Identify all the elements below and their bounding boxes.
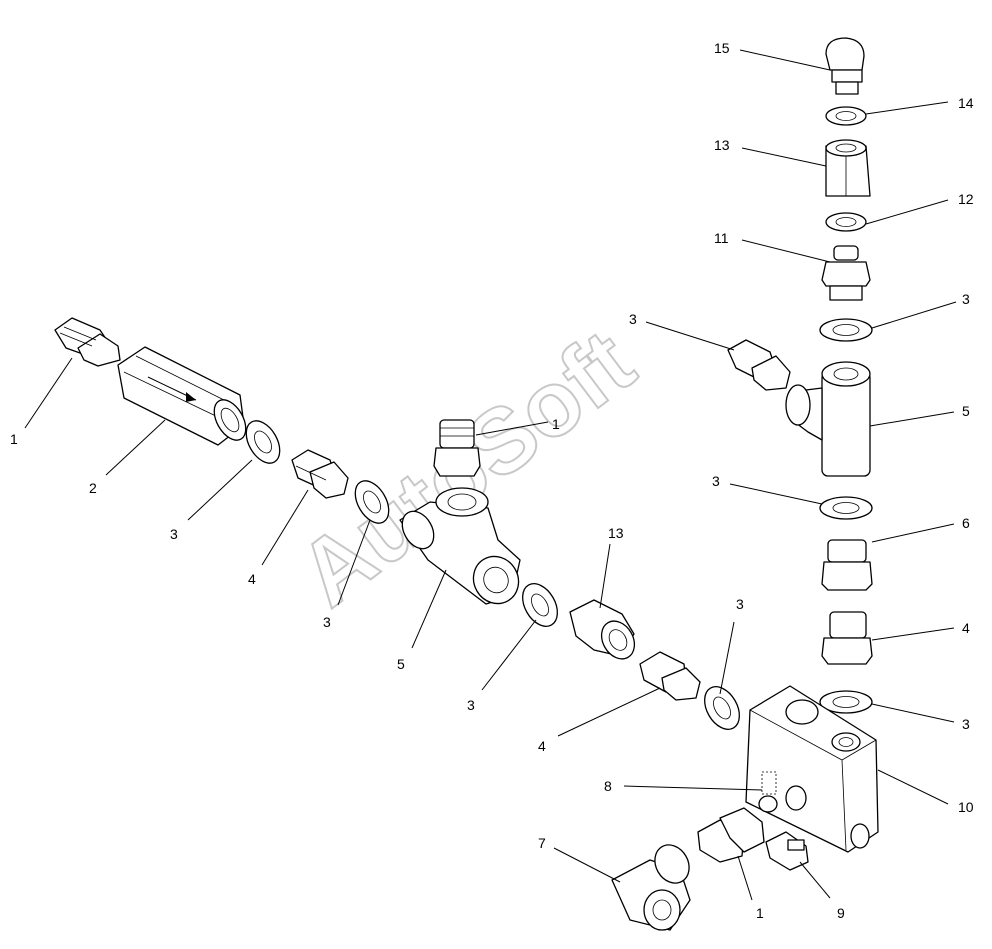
washer-14 [825, 106, 867, 126]
callout-3: 3 [736, 596, 744, 612]
callout-13: 13 [714, 137, 730, 153]
washer-3-g [819, 690, 873, 714]
washer-3-d [704, 686, 740, 730]
adapter-6 [821, 539, 873, 591]
callout-5: 5 [962, 403, 970, 419]
connector-9 [765, 831, 809, 871]
coupling-13-right [825, 139, 871, 197]
callout-5: 5 [397, 656, 405, 672]
nipple-4-c [821, 611, 873, 665]
callout-6: 6 [962, 515, 970, 531]
leader-lines [24, 49, 957, 901]
callout-15: 15 [714, 40, 730, 56]
callout-8: 8 [604, 778, 612, 794]
callout-1: 1 [10, 431, 18, 447]
valve-block-10 [745, 685, 879, 853]
callout-4: 4 [962, 620, 970, 636]
callout-3: 3 [467, 697, 475, 713]
callout-13: 13 [608, 525, 624, 541]
nipple-4-b [639, 651, 701, 701]
nipple-4-a [291, 449, 349, 499]
cap-15 [825, 37, 865, 95]
elbow-fitting-7 [611, 844, 691, 931]
nipple-fitting-1-left [54, 317, 121, 367]
tee-fitting-5-left [399, 487, 521, 605]
callout-3: 3 [962, 291, 970, 307]
callout-4: 4 [538, 738, 546, 754]
nipple-fitting-1-top [433, 419, 481, 477]
callout-3: 3 [962, 716, 970, 732]
callout-labels: 1 2 3 4 3 5 1 13 3 4 3 15 14 13 12 11 3 … [10, 40, 974, 921]
adapter-13-left [569, 599, 636, 660]
tee-fitting-5-right [785, 361, 871, 477]
nipple-fitting-1-bottom [697, 807, 765, 863]
nipple-11 [821, 245, 871, 301]
callout-7: 7 [538, 835, 546, 851]
callout-10: 10 [958, 799, 974, 815]
washer-3-b [354, 480, 390, 524]
washer-3-c [522, 583, 558, 627]
callout-3: 3 [629, 311, 637, 327]
washer-3-f [819, 496, 873, 520]
callout-14: 14 [958, 95, 974, 111]
washer-3-a [245, 420, 281, 464]
callout-9: 9 [837, 905, 845, 921]
callout-2: 2 [89, 480, 97, 496]
washer-12 [825, 212, 867, 232]
callout-3: 3 [323, 614, 331, 630]
screw-8 [758, 771, 778, 813]
washer-3-e [819, 318, 873, 342]
callout-1: 1 [756, 905, 764, 921]
callout-4: 4 [248, 571, 256, 587]
callout-11: 11 [714, 230, 729, 246]
callout-1: 1 [552, 416, 560, 432]
callout-3: 3 [170, 526, 178, 542]
filter-housing-2 [117, 346, 247, 446]
nipple-3-right [727, 339, 791, 391]
callout-3: 3 [712, 473, 720, 489]
callout-12: 12 [958, 191, 974, 207]
